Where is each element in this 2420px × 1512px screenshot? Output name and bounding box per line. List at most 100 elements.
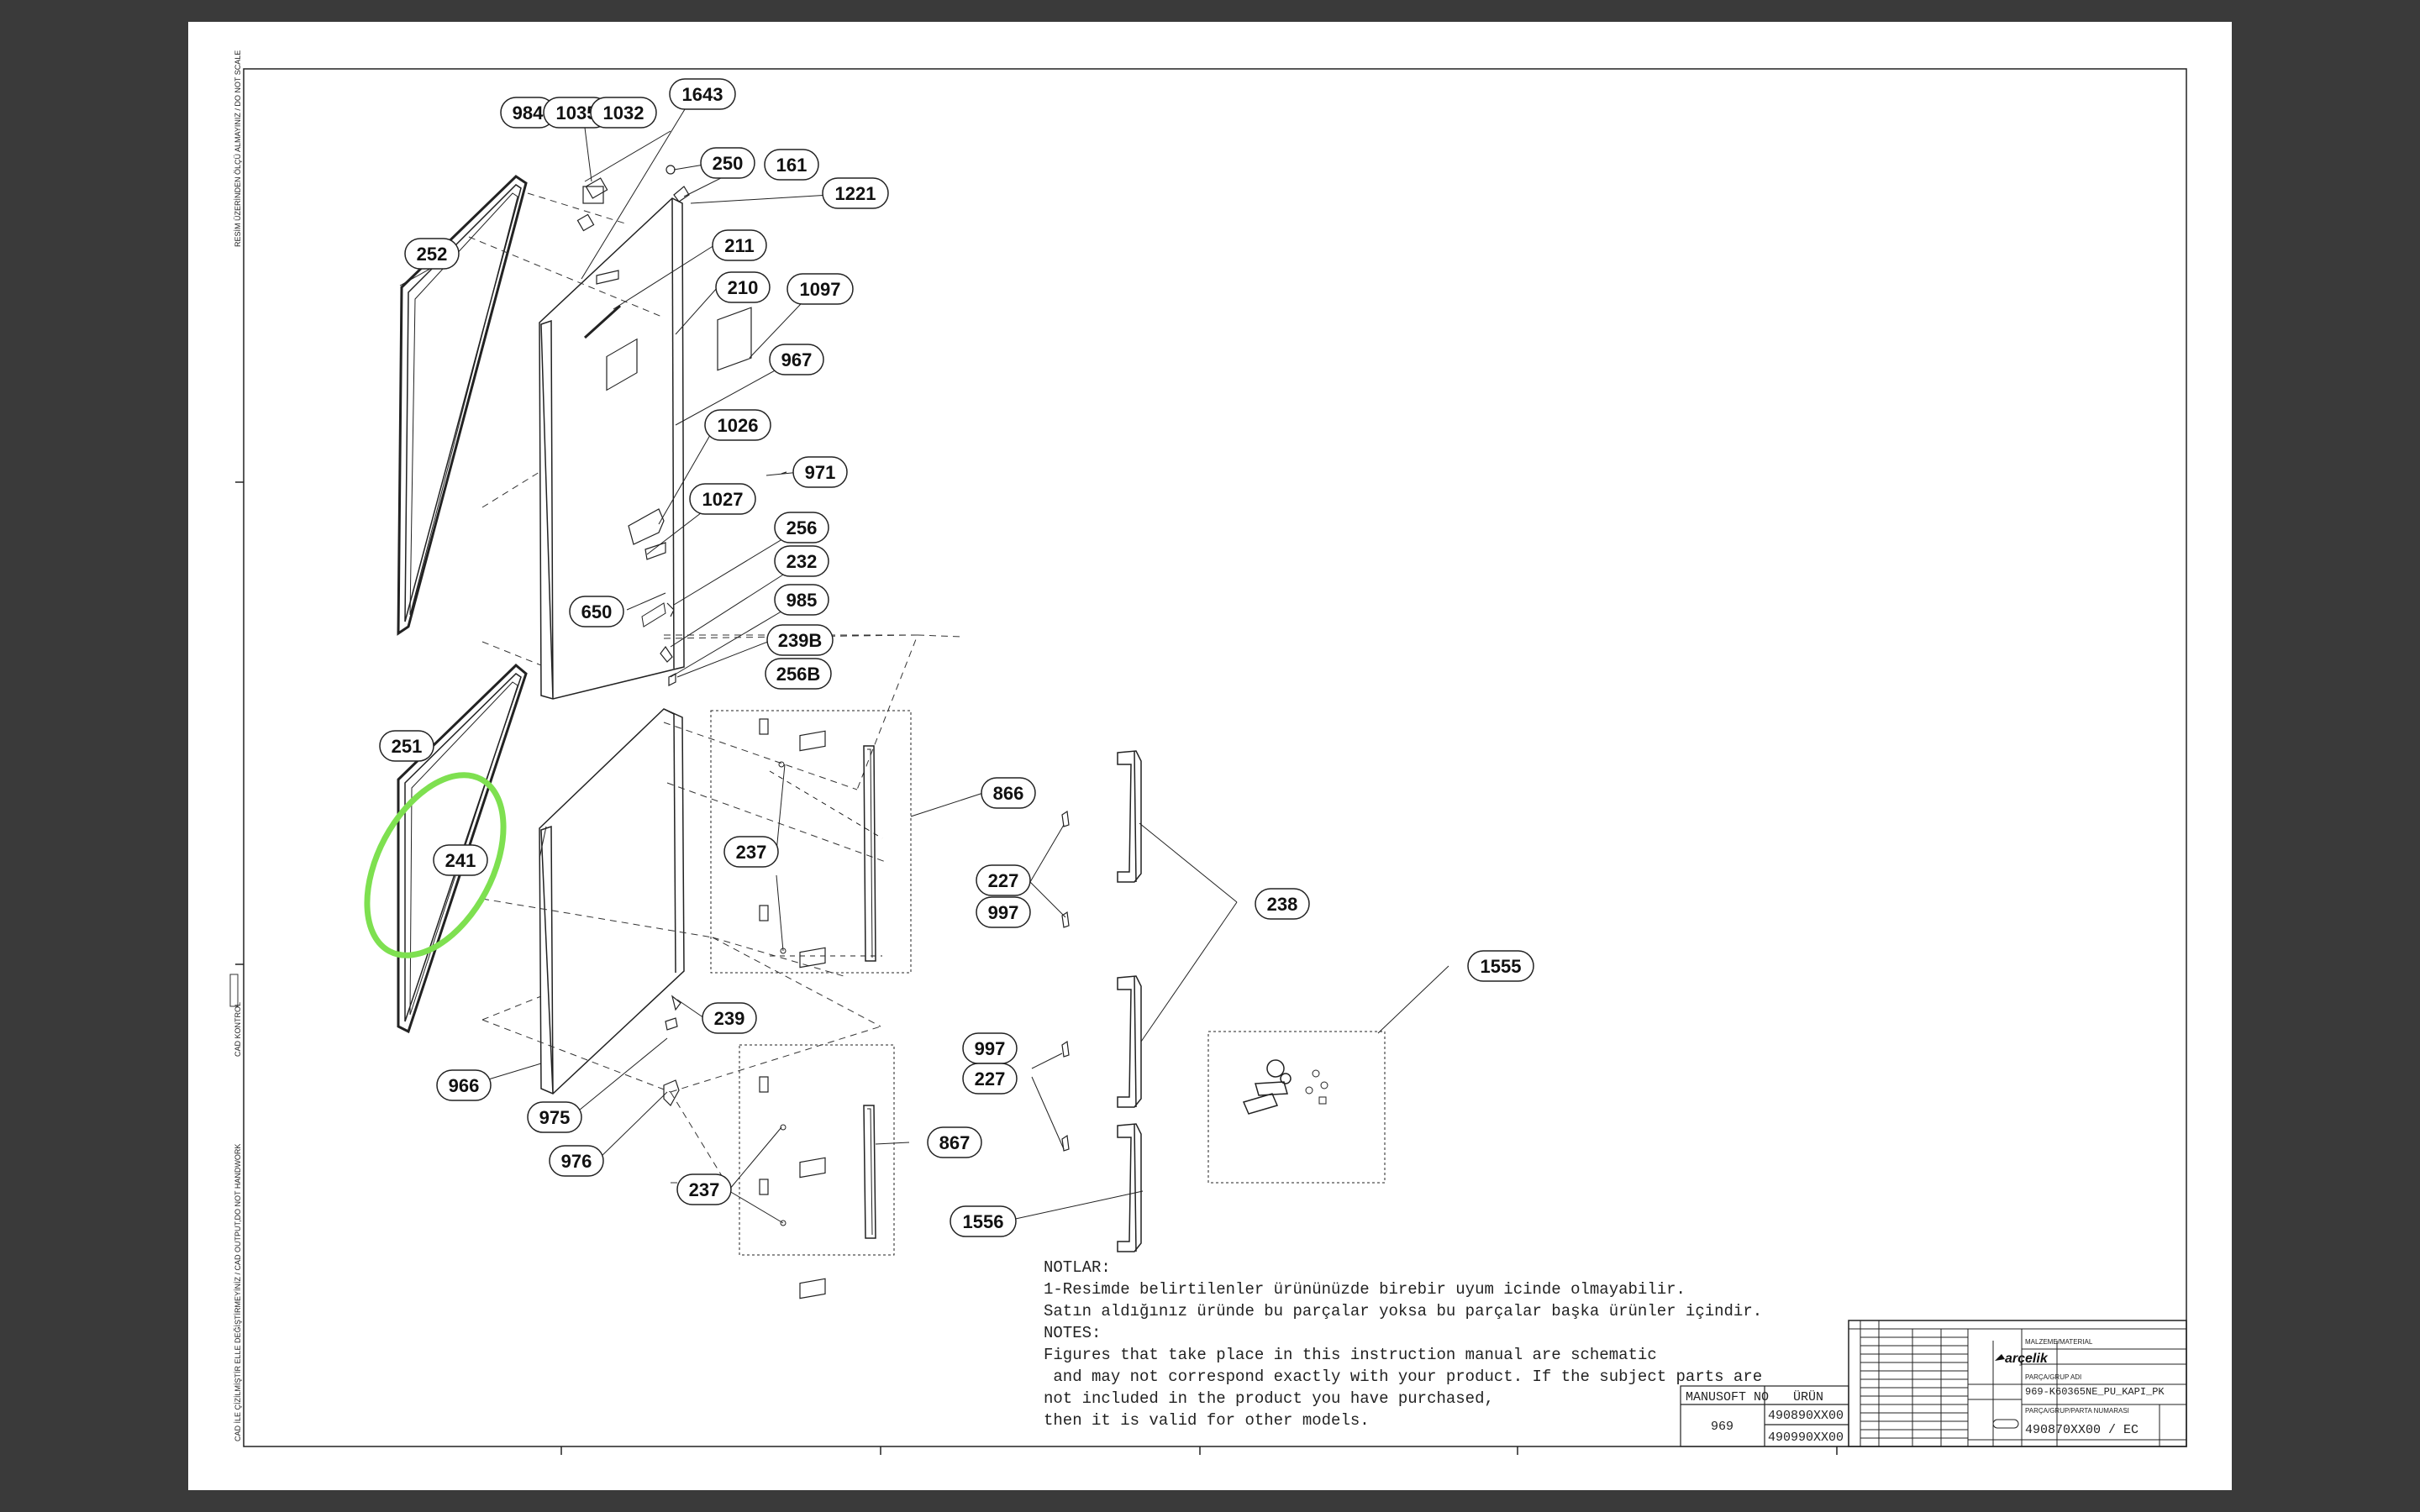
clip-parts: [1061, 810, 1070, 1152]
callout-867: 867: [927, 1126, 982, 1158]
callout-1097: 1097: [786, 273, 854, 305]
callout-number: 256: [786, 517, 818, 538]
callout-975: 975: [527, 1101, 582, 1133]
callout-bubble: [676, 1173, 732, 1205]
manusoft-table-text: MANUSOFT NO ÜRÜN 969 490890XX00 490990XX…: [1686, 1389, 1844, 1445]
callout-bubble: [976, 896, 1031, 928]
revision-rows: [1860, 1336, 1968, 1439]
manusoft-header: MANUSOFT NO: [1686, 1390, 1769, 1404]
handle-assembly-866: [710, 710, 912, 974]
callout-bubble: [569, 596, 624, 627]
callout-866: 866: [981, 777, 1036, 809]
callout-number: 867: [939, 1132, 971, 1153]
callout-number: 232: [786, 551, 818, 572]
callout-bubble: [590, 97, 657, 129]
margin-note-bottom: CAD İLE ÇİZİLMİŞTİR ELLE DEĞİŞTİRMEYİNİZ…: [234, 1144, 242, 1441]
callout-1026: 1026: [704, 409, 771, 441]
callout-bubble: [774, 545, 829, 577]
callout-bubble: [774, 584, 829, 616]
drawing-sheet: RESİM ÜZERİNDEN ÖLÇÜ ALMAYINIZ / DO NOT …: [188, 22, 2232, 1490]
cad-control-box: [229, 974, 239, 1007]
material-label: MALZEME/MATERIAL: [2025, 1338, 2093, 1346]
callout-bubble: [927, 1126, 982, 1158]
callout-number: 975: [539, 1107, 571, 1128]
callout-number: 251: [392, 736, 423, 757]
callout-650: 650: [569, 596, 624, 627]
callout-bubble: [765, 658, 832, 690]
callout-number: 237: [689, 1179, 720, 1200]
lower-door-panel: [539, 708, 685, 1095]
callout-bubble: [976, 864, 1031, 896]
callout-bubble: [950, 1205, 1017, 1237]
callout-bubble: [527, 1101, 582, 1133]
callout-210: 210: [715, 271, 771, 303]
product-2: 490990XX00: [1768, 1431, 1844, 1445]
callout-number: 237: [736, 842, 767, 863]
callout-number: 650: [581, 601, 613, 622]
callout-237a: 237: [723, 836, 779, 868]
callout-256: 256: [774, 512, 829, 543]
callout-1221: 1221: [822, 177, 889, 209]
part-name: 969-K60365NE_PU_KAPI_PK: [2025, 1386, 2165, 1398]
callout-1643: 1643: [669, 78, 736, 110]
callout-161: 161: [764, 149, 819, 181]
callout-bubble: [702, 1002, 757, 1034]
callout-number: 971: [805, 462, 836, 483]
notes-line2-tr: Satın aldığınız üründe bu parçalar yoksa…: [1044, 1302, 1762, 1320]
notes-block: NOTLAR: 1-Resimde belirtilenler ürününüz…: [1044, 1258, 1762, 1430]
callout-985: 985: [774, 584, 829, 616]
callout-number: 239: [714, 1008, 745, 1029]
callout-250: 250: [700, 147, 755, 179]
part-name-label: PARÇA/GRUP ADI: [2025, 1373, 2081, 1381]
callout-227a: 227: [976, 864, 1031, 896]
brand-logo-icon: [1995, 1354, 2005, 1361]
callout-bubble: [792, 456, 848, 488]
callout-number: 1221: [835, 183, 876, 204]
callout-967: 967: [769, 344, 824, 375]
callout-bubble: [712, 229, 767, 261]
product-1: 490890XX00: [1768, 1409, 1844, 1423]
upper-door-gasket: [397, 175, 528, 636]
callout-number: 252: [417, 244, 448, 265]
callout-bubble: [379, 730, 434, 762]
callout-bubble: [786, 273, 854, 305]
callout-number: 211: [724, 235, 755, 256]
callout-966: 966: [436, 1069, 492, 1101]
callout-number: 227: [988, 870, 1019, 891]
highlight-circle: [364, 772, 507, 958]
product-header: ÜRÜN: [1793, 1389, 1823, 1404]
callout-bubble: [774, 512, 829, 543]
callout-number: 967: [781, 349, 813, 370]
callout-971: 971: [792, 456, 848, 488]
callout-1032: 1032: [590, 97, 657, 129]
callout-number: 1032: [603, 102, 644, 123]
callout-237b: 237: [676, 1173, 732, 1205]
callout-239B: 239B: [766, 624, 834, 656]
callout-211: 211: [712, 229, 767, 261]
callout-number: 227: [975, 1068, 1006, 1089]
callout-bubble: [689, 483, 756, 515]
callout-bubble: [1467, 950, 1534, 982]
callout-number: 256B: [776, 664, 821, 685]
callout-number: 966: [449, 1075, 480, 1096]
callout-number: 161: [776, 155, 808, 176]
title-block-text: arçelik MALZEME/MATERIAL PARÇA/GRUP ADI …: [1995, 1338, 2165, 1437]
notes-line3-en: not included in the product you have pur…: [1044, 1389, 1494, 1408]
border-ticks: [235, 481, 1838, 1455]
callout-bubble: [962, 1063, 1018, 1095]
notes-line1-en: Figures that take place in this instruct…: [1044, 1346, 1657, 1364]
callout-1555: 1555: [1467, 950, 1534, 982]
callout-bubble: [404, 238, 460, 270]
callout-number: 239B: [778, 630, 823, 651]
title-block: [1848, 1320, 2187, 1447]
callout-256B: 256B: [765, 658, 832, 690]
handles-238: [1117, 750, 1142, 1252]
callout-bubble: [549, 1145, 604, 1177]
callout-1027: 1027: [689, 483, 756, 515]
parts-kit-1555: [1207, 1031, 1386, 1184]
callout-number: 1027: [702, 489, 744, 510]
callout-1556: 1556: [950, 1205, 1017, 1237]
callout-984: 984: [500, 97, 555, 129]
callout-number: 1556: [963, 1211, 1004, 1232]
